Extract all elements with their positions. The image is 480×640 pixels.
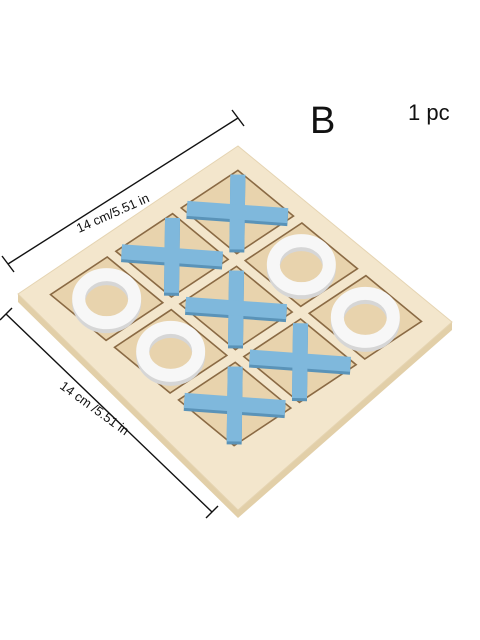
board-pieces: [72, 174, 400, 445]
x-piece: [183, 366, 286, 445]
o-piece: [136, 320, 206, 386]
x-piece: [249, 323, 351, 402]
dimension-line-left: [0, 307, 219, 519]
quantity-label: 1 pc: [408, 100, 450, 125]
variant-label: B: [310, 100, 336, 142]
x-piece: [186, 174, 289, 253]
x-piece: [185, 270, 287, 349]
o-piece: [330, 286, 400, 352]
board-side: [18, 294, 452, 518]
x-piece: [121, 217, 223, 296]
o-piece: [72, 268, 142, 334]
o-piece: [266, 234, 336, 300]
dimension-line-top: [1, 109, 245, 273]
